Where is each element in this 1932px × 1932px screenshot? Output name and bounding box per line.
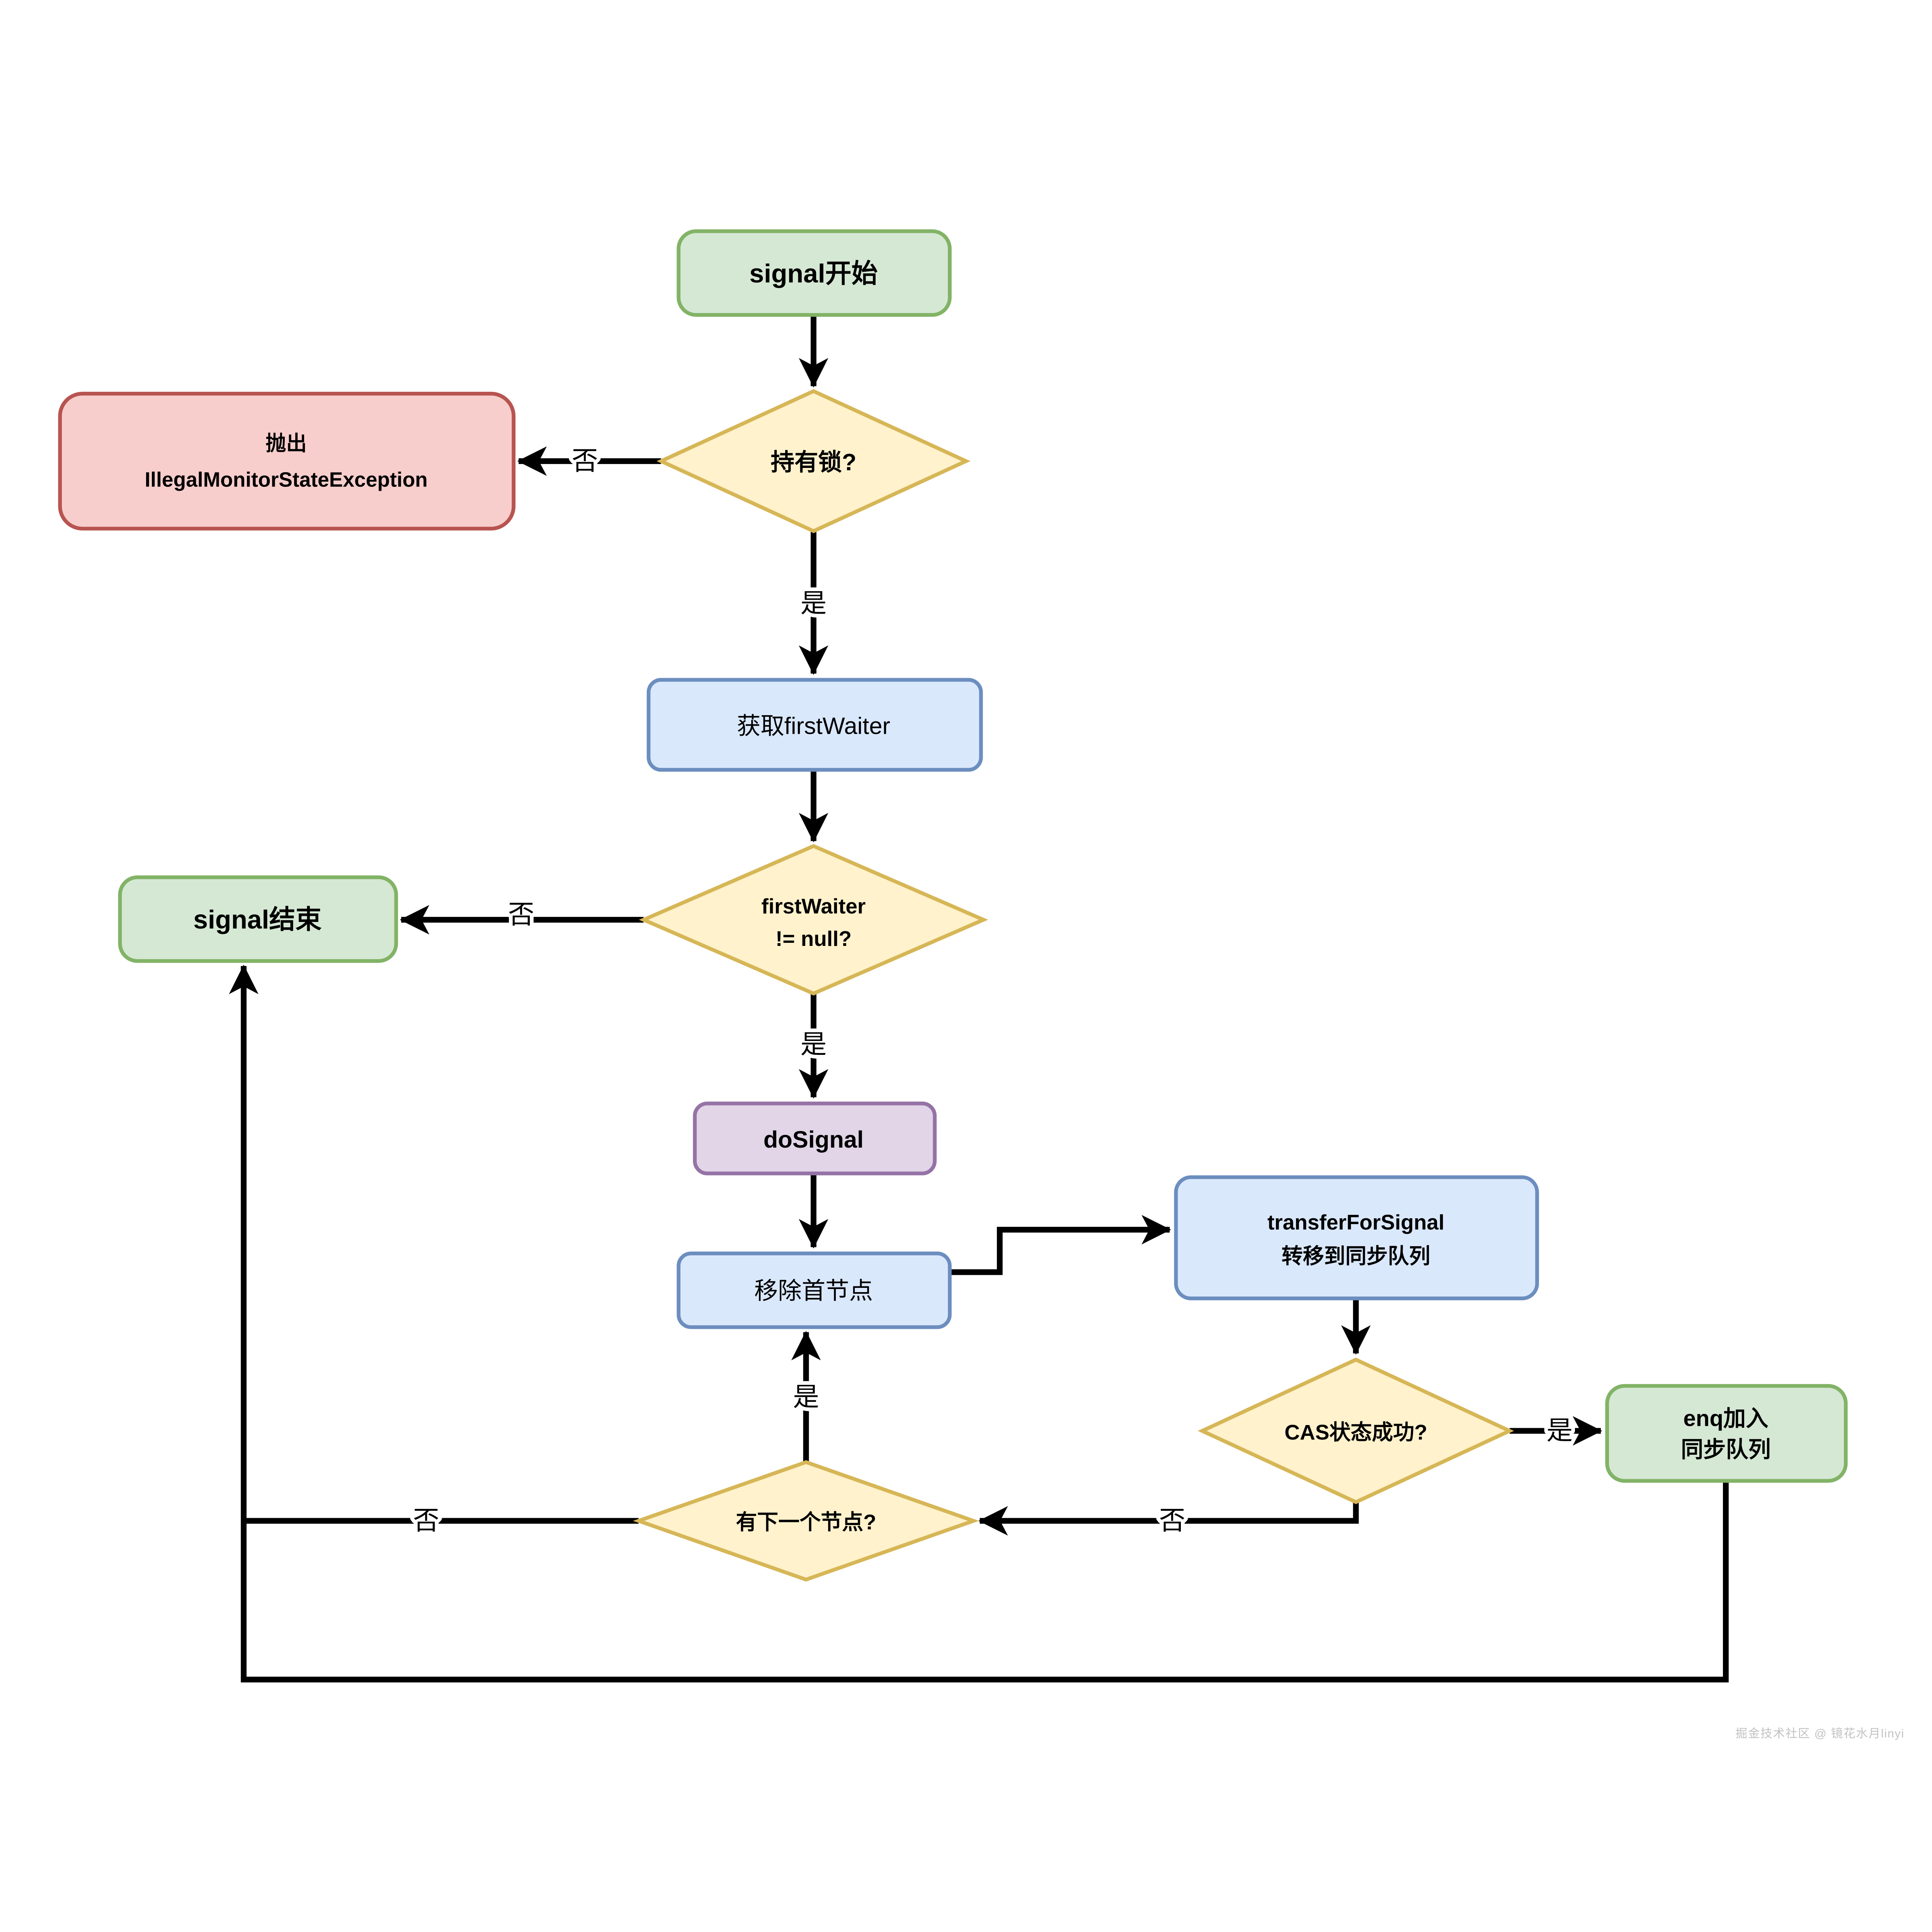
node-check-cas: CAS状态成功? — [1197, 1357, 1514, 1504]
check-cas-decision-label: CAS状态成功? — [1284, 1420, 1427, 1444]
transfer-for-signal-label-line1: transferForSignal — [1267, 1210, 1444, 1234]
node-get-first-waiter: 获取firstWaiter — [646, 678, 983, 772]
label-yes-check-cas: 是 — [1546, 1417, 1573, 1446]
get-first-waiter-label: 获取firstWaiter — [737, 713, 890, 740]
node-throw-exception: 抛出 IllegalMonitorStateException — [58, 391, 516, 531]
start-terminal-label: signal开始 — [749, 259, 878, 288]
check-lock-decision-label: 持有锁? — [771, 449, 857, 476]
enq-label-line2: 同步队列 — [1681, 1437, 1771, 1462]
check-first-waiter-decision-shape — [639, 844, 988, 996]
edge-check-cas-no-to-check-next — [978, 1502, 1359, 1536]
label-yes-check-next: 是 — [793, 1383, 819, 1412]
label-no-check-cas: 否 — [1159, 1506, 1185, 1535]
throw-exception-label-line1: 抛出 — [265, 432, 307, 455]
signal-end-terminal-label: signal结束 — [193, 905, 321, 934]
node-transfer-for-signal: transferForSignal 转移到同步队列 — [1174, 1175, 1539, 1301]
edge-remove-head-to-transfer — [949, 1215, 1171, 1275]
signal-end-terminal-shape — [118, 875, 398, 963]
check-first-waiter-label-line2: != null? — [776, 927, 852, 951]
node-check-next: 有下一个节点? — [633, 1460, 980, 1582]
do-signal-label: doSignal — [764, 1126, 864, 1153]
enq-label-line1: enq加入 — [1683, 1406, 1768, 1431]
node-do-signal: doSignal — [693, 1101, 937, 1175]
node-enq: enq加入 同步队列 — [1605, 1384, 1848, 1483]
check-next-decision-label: 有下一个节点? — [736, 1510, 876, 1534]
remove-head-shape — [677, 1252, 952, 1329]
throw-exception-label-line2: IllegalMonitorStateException — [145, 468, 427, 491]
throw-exception-shape — [58, 391, 516, 531]
check-first-waiter-label-line1: firstWaiter — [762, 894, 866, 918]
transfer-for-signal-shape — [1174, 1175, 1539, 1301]
check-next-decision-shape — [633, 1460, 980, 1582]
enq-shape — [1605, 1384, 1848, 1483]
edges — [229, 315, 1729, 1683]
label-no-check-first-waiter: 否 — [508, 900, 534, 929]
check-cas-decision-shape — [1197, 1357, 1514, 1504]
transfer-for-signal-label-line2: 转移到同步队列 — [1282, 1244, 1430, 1268]
node-signal-end: signal结束 — [118, 875, 398, 963]
start-terminal-shape — [677, 229, 952, 317]
edge-labels: 否 是 否 是 是 否 是 否 — [409, 443, 1577, 1539]
remove-head-label: 移除首节点 — [754, 1277, 873, 1304]
node-check-lock: 持有锁? — [656, 389, 971, 533]
node-remove-head: 移除首节点 — [677, 1252, 952, 1329]
check-lock-decision-shape — [656, 389, 971, 533]
node-check-first-waiter: firstWaiter != null? — [639, 844, 988, 996]
label-yes-check-lock: 是 — [800, 589, 827, 618]
label-yes-check-first-waiter: 是 — [800, 1030, 827, 1059]
label-no-check-next: 否 — [413, 1506, 439, 1535]
node-start: signal开始 — [677, 229, 952, 317]
do-signal-shape — [693, 1101, 937, 1175]
watermark: 掘金技术社区 @ 镜花水月linyi — [1735, 1726, 1904, 1740]
label-no-check-lock: 否 — [572, 447, 598, 476]
edge-enq-loop-to-signal-end — [229, 964, 1729, 1683]
get-first-waiter-shape — [646, 678, 983, 772]
